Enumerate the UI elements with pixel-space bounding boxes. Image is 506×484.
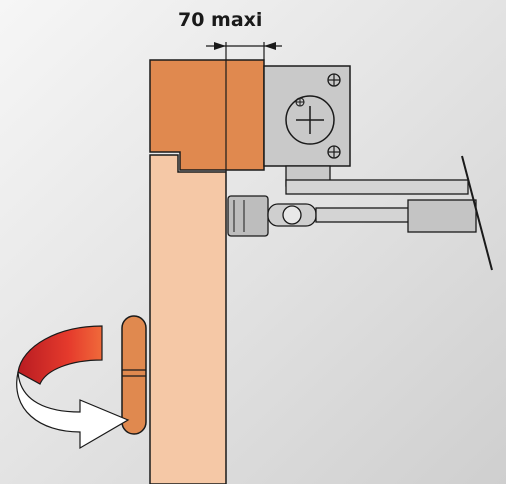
dimension-label: 70 maxi: [178, 9, 263, 31]
rotation-arrow-red: [17, 325, 103, 385]
arm-sleeve: [407, 199, 477, 233]
closer-body: [263, 65, 351, 167]
hinge: [121, 315, 147, 435]
screw-icon: [295, 97, 305, 107]
arm-rod: [315, 207, 413, 223]
screw-icon: [327, 73, 341, 87]
arm-pivot: [282, 205, 302, 225]
rotation-arrow-icon: [16, 371, 130, 450]
door-leaf: [149, 154, 227, 484]
screw-icon: [327, 145, 341, 159]
upper-rail: [285, 179, 469, 195]
open-door-edge: [461, 155, 493, 271]
dimension-arrow-right: [264, 42, 276, 50]
adjustment-circle: [285, 95, 335, 145]
dimension-arrow-left: [214, 42, 226, 50]
